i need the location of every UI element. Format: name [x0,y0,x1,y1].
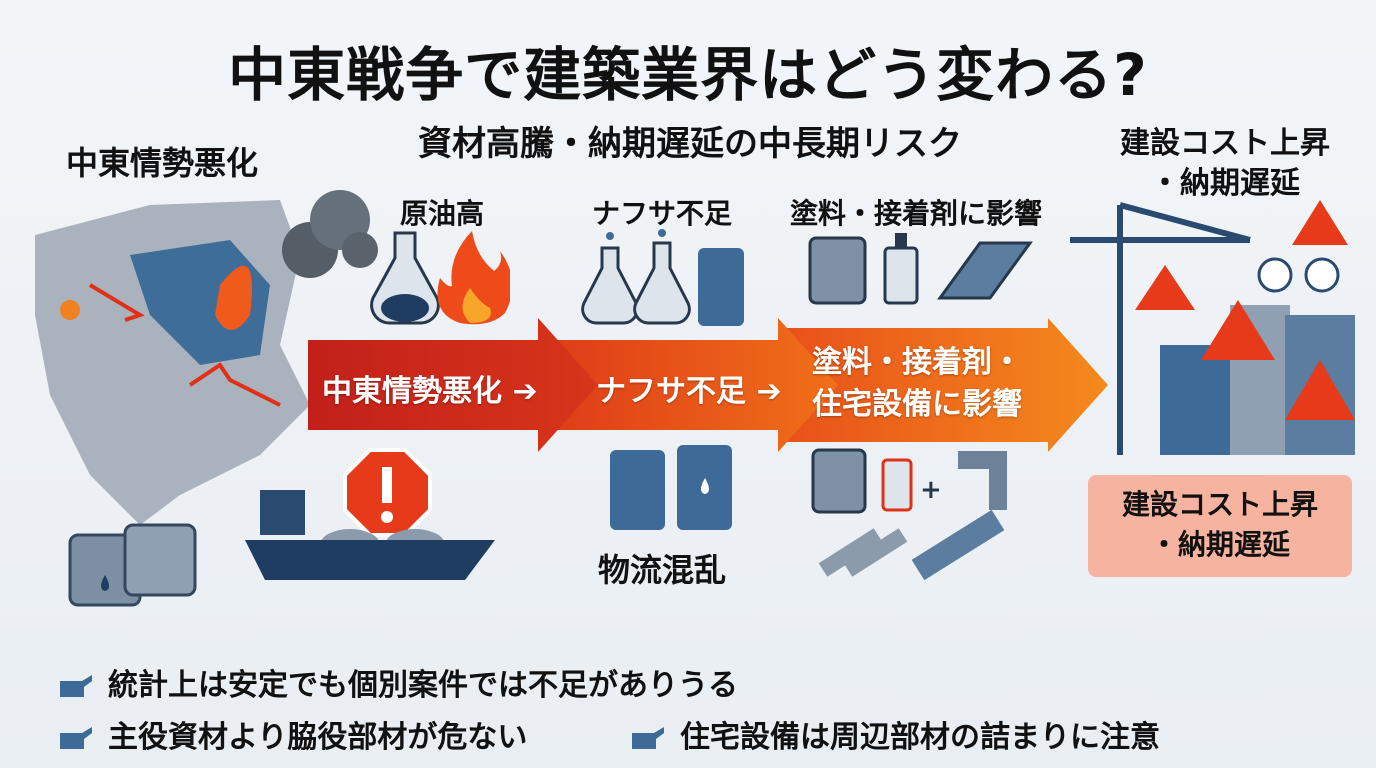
result-box: 建設コスト上昇 ・納期遅延 [1088,475,1352,577]
bullet-text: 住宅設備は周辺部材の詰まりに注意 [680,720,1160,755]
bullet-2: 主役資材より脇役部材が危ない [58,712,527,756]
construction-crane-icon [1070,200,1355,455]
label-paint-adhesive: 塗料・接着剤に影響 [790,197,1043,230]
subtitle: 資材高騰・納期遅延の中長期リスク [418,124,962,164]
pointing-hand-icon [60,727,92,749]
label-naphtha: ナフサ不足 [592,197,733,230]
bullet-text: 統計上は安定でも個別案件では不足がありうる [108,668,738,703]
smoke-icon [282,190,378,278]
flow-arrow [308,318,1108,452]
label-crude-oil: 原油高 [400,197,485,230]
result-line1: 建設コスト上昇 [1121,488,1318,521]
bullet-1: 統計上は安定でも個別案件では不足がありうる [58,660,738,704]
barrels-icon [610,445,732,530]
flow-step-2: ナフサ不足 ➔ [596,374,782,409]
flasks-barrel-icon [581,229,744,326]
right-heading-line1: 建設コスト上昇 [1120,126,1330,161]
flow-step-3: 塗料・接着剤・ 住宅設備に影響 [812,342,1022,426]
flow-step-3-line1: 塗料・接着剤・ [812,345,1022,380]
tanker-warning-icon [245,448,495,580]
pointing-hand-icon [60,675,92,697]
left-heading: 中東情勢悪化 [66,144,259,182]
middle-east-map-icon [35,200,310,607]
pointing-hand-icon [632,727,664,749]
result-line2: ・納期遅延 [1149,528,1290,561]
page-title: 中東戦争で建築業界はどう変わる? [228,41,1148,109]
right-heading-line2: ・納期遅延 [1150,166,1300,201]
bullet-3: 住宅設備は周辺部材の詰まりに注意 [630,712,1160,756]
flow-step-3-line2: 住宅設備に影響 [812,387,1022,422]
flask-fire-icon [370,231,510,325]
svg-text:+: + [920,475,942,505]
paint-adhesive-roll-icon [808,233,1033,305]
bullet-text: 主役資材より脇役部材が危ない [108,720,528,755]
flow-step-1: 中東情勢悪化 ➔ [322,374,538,409]
paint-adhesive-pipes-icon: + [811,448,1007,580]
right-heading: 建設コスト上昇 ・納期遅延 [1100,124,1350,204]
label-logistics: 物流混乱 [598,551,727,589]
